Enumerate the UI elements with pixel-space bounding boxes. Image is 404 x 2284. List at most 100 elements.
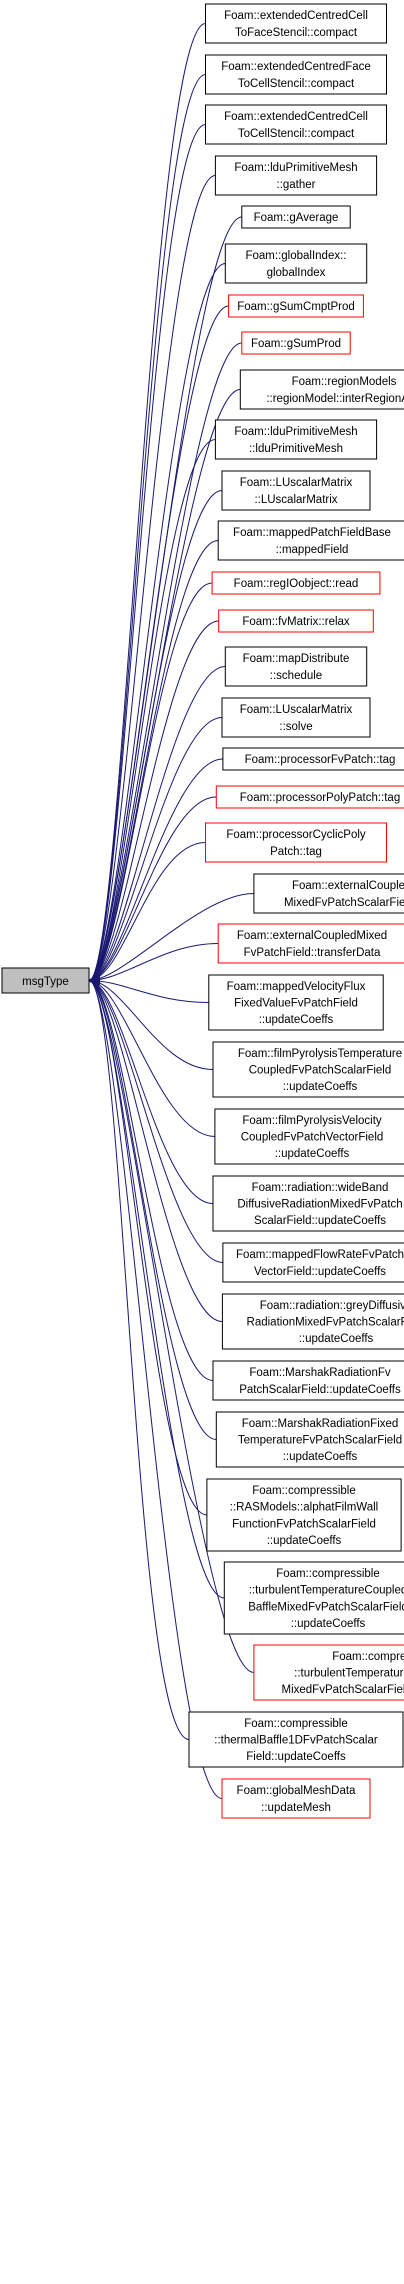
caller-node[interactable]: Foam::compressible::turbulentTemperature… — [253, 1644, 404, 1701]
caller-node-label: Foam::filmPyrolysisTemperature — [238, 1048, 402, 1060]
caller-node[interactable]: Foam::extendedCentredCellToCellStencil::… — [205, 104, 387, 145]
call-edge — [89, 666, 226, 981]
caller-node[interactable]: Foam::LUscalarMatrix::solve — [221, 697, 371, 738]
caller-node[interactable]: Foam::lduPrimitiveMesh::gather — [214, 155, 378, 196]
caller-node[interactable]: Foam::mapDistribute::schedule — [224, 646, 368, 687]
call-edge — [89, 439, 216, 981]
caller-node[interactable]: Foam::mappedPatchFieldBase::mappedField — [217, 520, 404, 561]
caller-node-label: ::mappedField — [276, 544, 349, 556]
caller-node[interactable]: Foam::MarshakRadiationFvPatchScalarField… — [212, 1360, 404, 1401]
caller-node-label: CoupledFvPatchScalarField — [249, 1064, 392, 1076]
call-edge — [89, 263, 226, 981]
caller-node[interactable]: Foam::gSumProd — [241, 331, 351, 355]
call-edge — [89, 981, 223, 1322]
call-edge — [89, 981, 225, 1599]
caller-node[interactable]: Foam::LUscalarMatrix::LUscalarMatrix — [221, 470, 371, 511]
call-edge — [89, 717, 223, 981]
caller-node[interactable]: Foam::externalCoupledMixedFvPatchField::… — [217, 923, 404, 964]
call-edge — [89, 842, 206, 981]
root-node[interactable]: msgType — [1, 967, 90, 994]
caller-node-label: FunctionFvPatchScalarField — [232, 1518, 376, 1530]
caller-node[interactable]: Foam::extendedCentredFaceToCellStencil::… — [205, 54, 387, 95]
caller-node[interactable]: Foam::externalCoupledTemperatureMixedFvP… — [253, 873, 404, 914]
caller-node-box — [212, 1360, 404, 1401]
caller-node-label: Patch::tag — [270, 846, 322, 858]
caller-node[interactable]: Foam::radiation::wideBandDiffusiveRadiat… — [212, 1175, 404, 1232]
caller-node-label: MixedFvPatchScalarField::updateCoeffs — [282, 1684, 404, 1696]
caller-node-label: ::thermalBaffle1DFvPatchScalar — [214, 1734, 378, 1746]
caller-node-label: Foam::lduPrimitiveMesh — [234, 426, 357, 438]
caller-node[interactable]: Foam::mappedFlowRateFvPatchVectorField::… — [222, 1242, 404, 1283]
caller-node-box — [218, 609, 374, 633]
caller-node-label: ::updateCoeffs — [259, 1014, 334, 1026]
caller-node-box — [224, 243, 368, 284]
caller-node[interactable]: Foam::globalMeshData::updateMesh — [221, 1778, 371, 1819]
caller-node-label: ::schedule — [270, 670, 322, 682]
call-edge — [89, 981, 190, 1740]
caller-node-box — [241, 205, 351, 229]
caller-node-label: Foam::mappedVelocityFlux — [227, 981, 366, 993]
call-edge — [89, 758, 223, 981]
caller-node[interactable]: Foam::gAverage — [241, 205, 351, 229]
caller-node-label: ::RASModels::alphatFilmWall — [230, 1502, 378, 1514]
caller-node-label: ScalarField::updateCoeffs — [254, 1215, 386, 1227]
caller-node[interactable]: Foam::MarshakRadiationFixedTemperatureFv… — [215, 1411, 404, 1468]
caller-node[interactable]: Foam::regionModels::regionModel::interRe… — [239, 369, 404, 410]
call-edge — [89, 540, 219, 981]
caller-node-label: ::lduPrimitiveMesh — [249, 443, 343, 455]
caller-node-label: Foam::LUscalarMatrix — [240, 704, 353, 716]
caller-node[interactable]: Foam::compressible::turbulentTemperature… — [223, 1561, 404, 1635]
caller-node-box — [222, 747, 404, 771]
call-edge — [89, 981, 214, 1204]
caller-node-box — [205, 3, 387, 44]
caller-node[interactable]: Foam::processorFvPatch::tag — [222, 747, 404, 771]
caller-node-label: Foam::regIOobject::read — [234, 578, 359, 590]
caller-node[interactable]: Foam::fvMatrix::relax — [218, 609, 374, 633]
caller-node-box — [208, 974, 384, 1031]
caller-node-label: Foam::MarshakRadiationFixed — [242, 1418, 399, 1430]
caller-node[interactable]: Foam::regIOobject::read — [211, 571, 381, 595]
caller-node-label: ::LUscalarMatrix — [254, 494, 337, 506]
caller-node[interactable]: Foam::gSumCmptProd — [228, 294, 364, 318]
caller-node-label: Foam::processorFvPatch::tag — [245, 754, 396, 766]
caller-node-label: ToFaceStencil::compact — [235, 27, 358, 39]
caller-node-box — [206, 1478, 402, 1552]
caller-node-box — [211, 571, 381, 595]
caller-node-label: Foam::processorPolyPatch::tag — [240, 792, 400, 804]
caller-node-label: Foam::externalCoupledTemperature — [292, 880, 404, 892]
caller-node-label: ::solve — [279, 721, 312, 733]
caller-node-label: MixedFvPatchScalarField::transferData — [284, 897, 404, 909]
caller-node[interactable]: Foam::compressible::RASModels::alphatFil… — [206, 1478, 402, 1552]
call-edge — [89, 981, 214, 1070]
root-node-box — [1, 967, 90, 994]
caller-node[interactable]: Foam::filmPyrolysisTemperatureCoupledFvP… — [212, 1041, 404, 1098]
caller-node-label: Foam::radiation::greyDiffusive — [260, 1300, 404, 1312]
caller-node[interactable]: Foam::compressible::thermalBaffle1DFvPat… — [188, 1711, 404, 1768]
caller-node-label: Foam::filmPyrolysisVelocity — [242, 1115, 382, 1127]
call-edge — [89, 981, 217, 1440]
caller-node-label: FvPatchField::transferData — [244, 947, 381, 959]
caller-node-label: ::updateCoeffs — [291, 1618, 366, 1630]
caller-node-box — [253, 1644, 404, 1701]
caller-node[interactable]: Foam::radiation::greyDiffusiveRadiationM… — [221, 1293, 404, 1350]
caller-node-box — [253, 873, 404, 914]
caller-node-label: ::updateCoeffs — [299, 1333, 374, 1345]
caller-node-label: Foam::globalMeshData — [237, 1785, 356, 1797]
call-edge — [89, 23, 206, 981]
caller-node[interactable]: Foam::processorPolyPatch::tag — [215, 785, 404, 809]
caller-node[interactable]: Foam::mappedVelocityFluxFixedValueFvPatc… — [208, 974, 384, 1031]
caller-node-box — [217, 923, 404, 964]
caller-node-label: Foam::lduPrimitiveMesh — [234, 162, 357, 174]
caller-node-label: Foam::compressible — [244, 1718, 348, 1730]
caller-node-label: Foam::externalCoupledMixed — [237, 930, 387, 942]
caller-node-label: ::updateMesh — [261, 1802, 331, 1814]
caller-node[interactable]: Foam::lduPrimitiveMesh::lduPrimitiveMesh — [214, 419, 378, 460]
caller-node[interactable]: Foam::extendedCentredCellToFaceStencil::… — [205, 3, 387, 44]
caller-node[interactable]: Foam::globalIndex::globalIndex — [224, 243, 368, 284]
caller-node-label: Field::updateCoeffs — [246, 1751, 346, 1763]
caller-node-box — [214, 1108, 404, 1165]
caller-node-box — [221, 1293, 404, 1350]
caller-node-label: PatchScalarField::updateCoeffs — [239, 1384, 401, 1396]
caller-node[interactable]: Foam::filmPyrolysisVelocityCoupledFvPatc… — [214, 1108, 404, 1165]
